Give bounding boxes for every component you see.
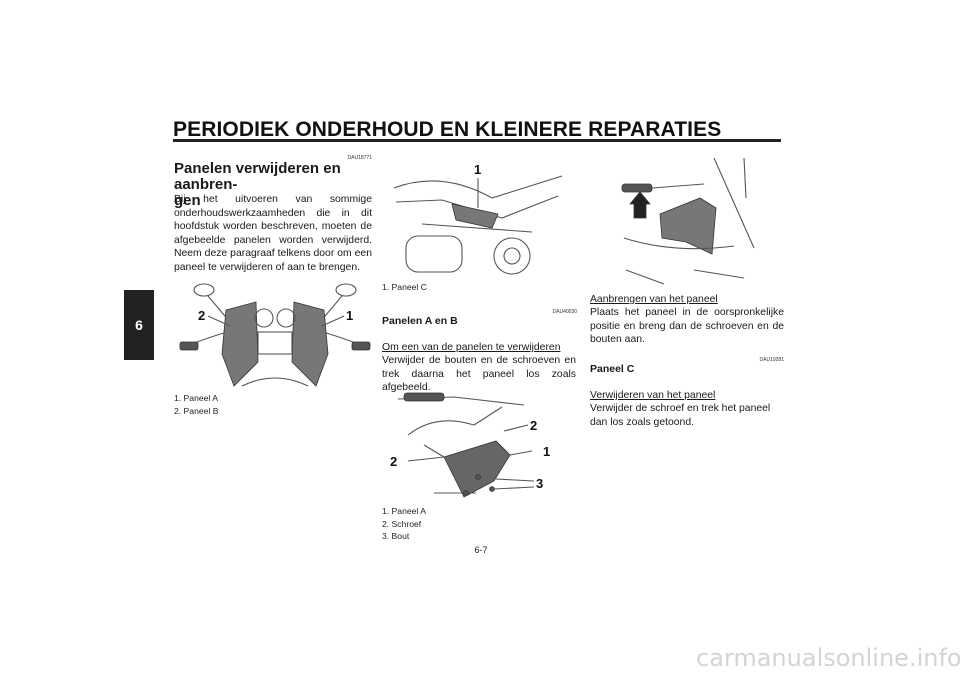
section-heading: Paneel C: [590, 363, 635, 375]
page-header-title: PERIODIEK ONDERHOUD EN KLEINERE REPARATI…: [173, 118, 722, 141]
instruction-paragraph: Plaats het paneel in de oorspronkelijke …: [590, 307, 784, 346]
figure-handlebar-panels: 2 1: [179, 283, 371, 387]
section-heading: Panelen verwijderen en aanbren- gen: [174, 160, 341, 209]
chapter-tab: 6: [124, 290, 154, 360]
caption-item: 2. Schroef: [382, 518, 422, 529]
subheading: Om een van de panelen te verwijderen: [382, 342, 561, 353]
figure-panel-c-removal: [621, 158, 755, 285]
caption-item: 1. Paneel A: [174, 393, 218, 403]
caption-item: 1. Paneel A: [382, 506, 426, 516]
figure-side-panel-c: 1: [393, 162, 563, 275]
page-number: 6-7: [474, 545, 488, 555]
intro-paragraph: Bij het uitvoeren van sommige onderhouds…: [174, 194, 372, 273]
callout-1: 1: [346, 308, 353, 323]
subheading: Aanbrengen van het paneel: [590, 294, 718, 305]
caption-item: 2. Paneel B: [174, 405, 219, 416]
instruction-paragraph: Verwijder de schroef en trek het paneel …: [590, 403, 771, 428]
watermark-text: carmanualsonline.info: [696, 644, 960, 672]
callout-2: 2: [390, 454, 397, 469]
callout-1: 1: [474, 162, 481, 177]
section-code: DAU19281: [759, 357, 784, 363]
subheading: Verwijderen van het paneel: [590, 390, 716, 401]
caption-list: 1. Paneel A 2. Paneel B: [174, 392, 370, 417]
section-code: DAU18771: [347, 155, 372, 161]
callout-1: 1: [543, 444, 550, 459]
figure-panel-a-screws: 2 2 1 3: [390, 392, 550, 498]
callout-2: 2: [530, 418, 537, 433]
caption-item: 3. Bout: [382, 531, 410, 542]
caption-list: 1. Paneel A 2. Schroef 3. Bout: [382, 505, 576, 543]
section-code: DAU40030: [552, 309, 577, 315]
caption-item: 1. Paneel C: [382, 282, 427, 292]
callout-2: 2: [198, 308, 205, 323]
section-heading: Panelen A en B: [382, 315, 458, 327]
header-rule: [173, 139, 781, 142]
instruction-paragraph: Verwijder de bouten en de schroeven en t…: [382, 355, 576, 394]
callout-3: 3: [536, 476, 543, 491]
